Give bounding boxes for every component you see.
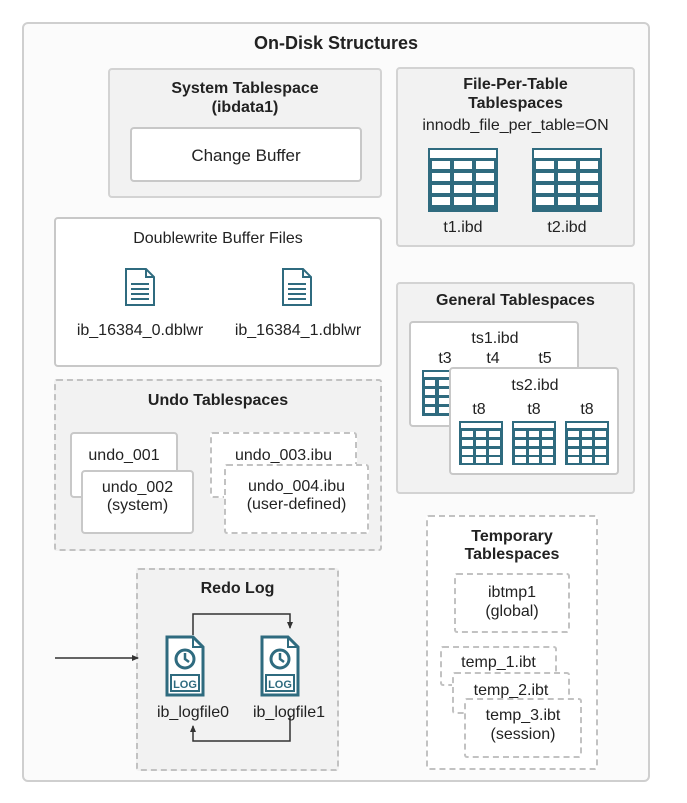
temp-1-label: temp_1.ibt [461, 654, 536, 671]
ts2-ibd-label: ts2.ibd [511, 377, 559, 394]
table-icon [459, 421, 503, 465]
file-per-table-subtitle: Tablespaces [468, 95, 563, 112]
ibtmp1-type: (global) [485, 603, 539, 620]
ib-logfile0-label: ib_logfile0 [156, 704, 230, 721]
undo-001-label: undo_001 [88, 447, 160, 464]
undo-004-box [224, 464, 369, 534]
file-icon [125, 268, 155, 306]
file-per-table-setting: innodb_file_per_table=ON [422, 117, 609, 134]
ib-logfile1-label: ib_logfile1 [252, 704, 326, 721]
dblwr-file-0-label: ib_16384_0.dblwr [76, 322, 204, 339]
undo-tablespaces-title: Undo Tablespaces [147, 392, 289, 409]
log-badge-label: LOG [173, 679, 197, 691]
undo-003-label: undo_003.ibu [235, 447, 332, 464]
ts1-table-label: t5 [538, 350, 552, 367]
ts2-table-label: t8 [580, 401, 594, 418]
table-icon [428, 148, 498, 212]
undo-002-label: undo_002 [101, 479, 174, 496]
table-icon [422, 370, 452, 416]
log-badge-label: LOG [268, 679, 292, 691]
table-icon [512, 421, 556, 465]
redo-log-title: Redo Log [200, 580, 275, 597]
temp-3-box [464, 698, 582, 758]
file-icon [282, 268, 312, 306]
ts1-ibd-label: ts1.ibd [471, 330, 519, 347]
undo-002-type: (system) [106, 497, 169, 514]
doublewrite-buffer-panel [54, 217, 382, 367]
ibtmp1-box [454, 573, 570, 633]
system-tablespace-title: System Tablespace [171, 80, 319, 97]
temp-3-label: temp_3.ibt [485, 707, 561, 724]
change-buffer-label: Change Buffer [191, 146, 301, 165]
file-per-table-title: File-Per-Table [463, 76, 568, 93]
temporary-tablespaces-subtitle: Tablespaces [464, 546, 560, 563]
temp-3-type: (session) [490, 726, 556, 743]
log-file-icon: LOG [165, 635, 205, 697]
doublewrite-buffer-title: Doublewrite Buffer Files [133, 230, 303, 247]
ibtmp1-label: ibtmp1 [487, 584, 537, 601]
undo-004-type: (user-defined) [246, 496, 347, 513]
diagram-title: On-Disk Structures [253, 33, 419, 53]
ts1-table-label: t3 [438, 350, 452, 367]
log-file-icon: LOG [260, 635, 300, 697]
ts1-table-label: t4 [486, 350, 500, 367]
system-tablespace-subtitle: (ibdata1) [211, 99, 279, 116]
temp-2-label: temp_2.ibt [473, 682, 549, 699]
dblwr-file-1-label: ib_16384_1.dblwr [234, 322, 362, 339]
temporary-tablespaces-title: Temporary [471, 528, 553, 545]
table-icon [565, 421, 609, 465]
general-tablespaces-title: General Tablespaces [436, 292, 595, 309]
table-icon [532, 148, 602, 212]
ts2-table-label: t8 [527, 401, 541, 418]
undo-002-box [81, 470, 194, 534]
change-buffer-box [130, 127, 362, 182]
undo-004-label: undo_004.ibu [248, 478, 345, 495]
t1-ibd-label: t1.ibd [443, 219, 483, 236]
t2-ibd-label: t2.ibd [547, 219, 587, 236]
ts2-table-label: t8 [472, 401, 486, 418]
